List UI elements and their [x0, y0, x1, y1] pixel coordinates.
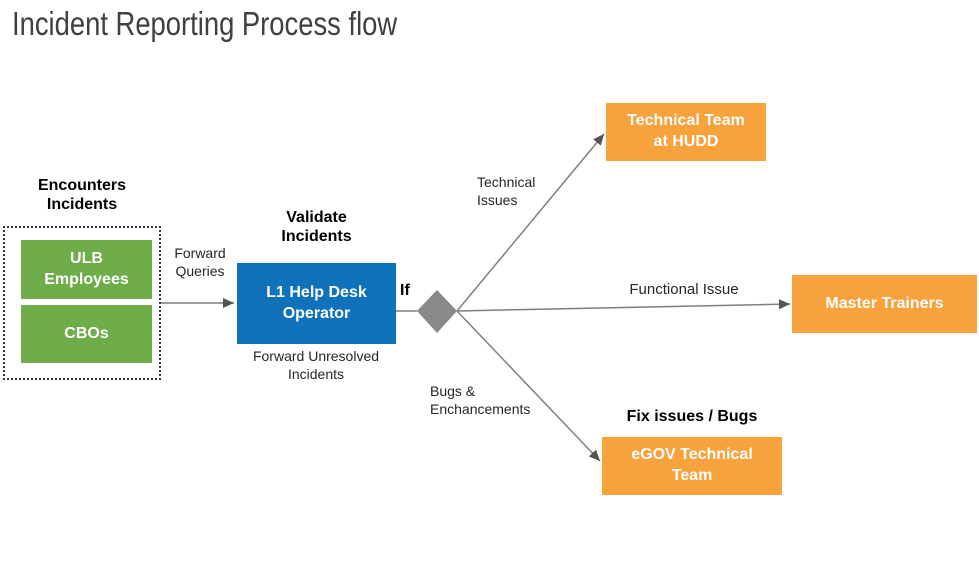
- decision-diamond: [417, 290, 457, 333]
- forward-unresolved-label: Forward Unresolved Incidents: [252, 348, 380, 382]
- node-master-trainers: Master Trainers: [792, 275, 977, 333]
- sources-group-box: [3, 226, 161, 380]
- connector-diamond-to-hudd: [456, 133, 605, 312]
- encounters-incidents-label: Encounters Incidents: [37, 177, 126, 214]
- fix-issues-bugs-label: Fix issues / Bugs: [626, 408, 758, 425]
- bugs-enchancements-label: Bugs & Enchancements: [430, 383, 531, 417]
- node-egov-technical-team: eGOV Technical Team: [602, 437, 782, 495]
- connector-diamond-to-master-trainers: [456, 299, 791, 312]
- node-l1-help-desk-operator: L1 Help Desk Operator: [237, 263, 396, 344]
- functional-issue-label: Functional Issue: [629, 281, 739, 298]
- page-title: Incident Reporting Process flow: [12, 5, 398, 42]
- forward-queries-label: Forward Queries: [174, 245, 226, 279]
- node-cbos: CBOs: [21, 305, 152, 363]
- node-technical-team-hudd: Technical Team at HUDD: [606, 103, 766, 161]
- node-ulb-employees: ULB Employees: [21, 240, 152, 299]
- if-label: If: [400, 282, 410, 299]
- validate-incidents-label: Validate Incidents: [281, 209, 352, 246]
- technical-issues-label: Technical Issues: [477, 174, 536, 208]
